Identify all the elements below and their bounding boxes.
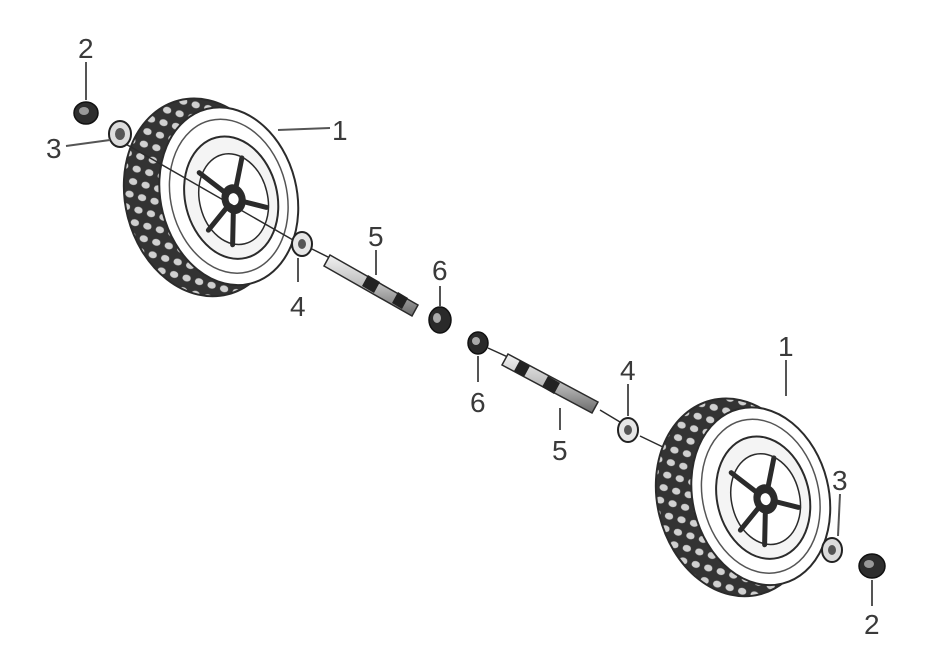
left-bearing — [428, 306, 452, 334]
left-axle — [311, 248, 420, 318]
callout-bearing-left: 6 — [432, 255, 448, 286]
callout-wheel-right: 1 — [778, 331, 794, 362]
right-axle — [487, 347, 600, 415]
right-bearing — [467, 331, 489, 355]
callout-bearing-right: 6 — [470, 387, 486, 418]
callout-spacer-left: 4 — [290, 291, 306, 322]
left-nut — [73, 101, 99, 125]
callout-washer-left: 3 — [46, 133, 62, 164]
right-wheel — [654, 397, 832, 598]
right-spacer — [599, 409, 639, 443]
callout-nut-right: 2 — [864, 609, 880, 640]
callout-washer-right: 3 — [832, 465, 848, 496]
callout-axle-right: 5 — [552, 435, 568, 466]
left-spacer — [291, 231, 313, 257]
callout-axle-left: 5 — [368, 221, 384, 252]
left-wheel — [122, 97, 300, 298]
callout-wheel-left: 1 — [332, 115, 348, 146]
leader-lines — [65, 62, 873, 606]
callout-nut-left: 2 — [78, 33, 94, 64]
right-nut — [858, 553, 886, 579]
callout-spacer-right: 4 — [620, 355, 636, 386]
right-washer — [821, 537, 843, 563]
left-washer — [108, 120, 132, 148]
